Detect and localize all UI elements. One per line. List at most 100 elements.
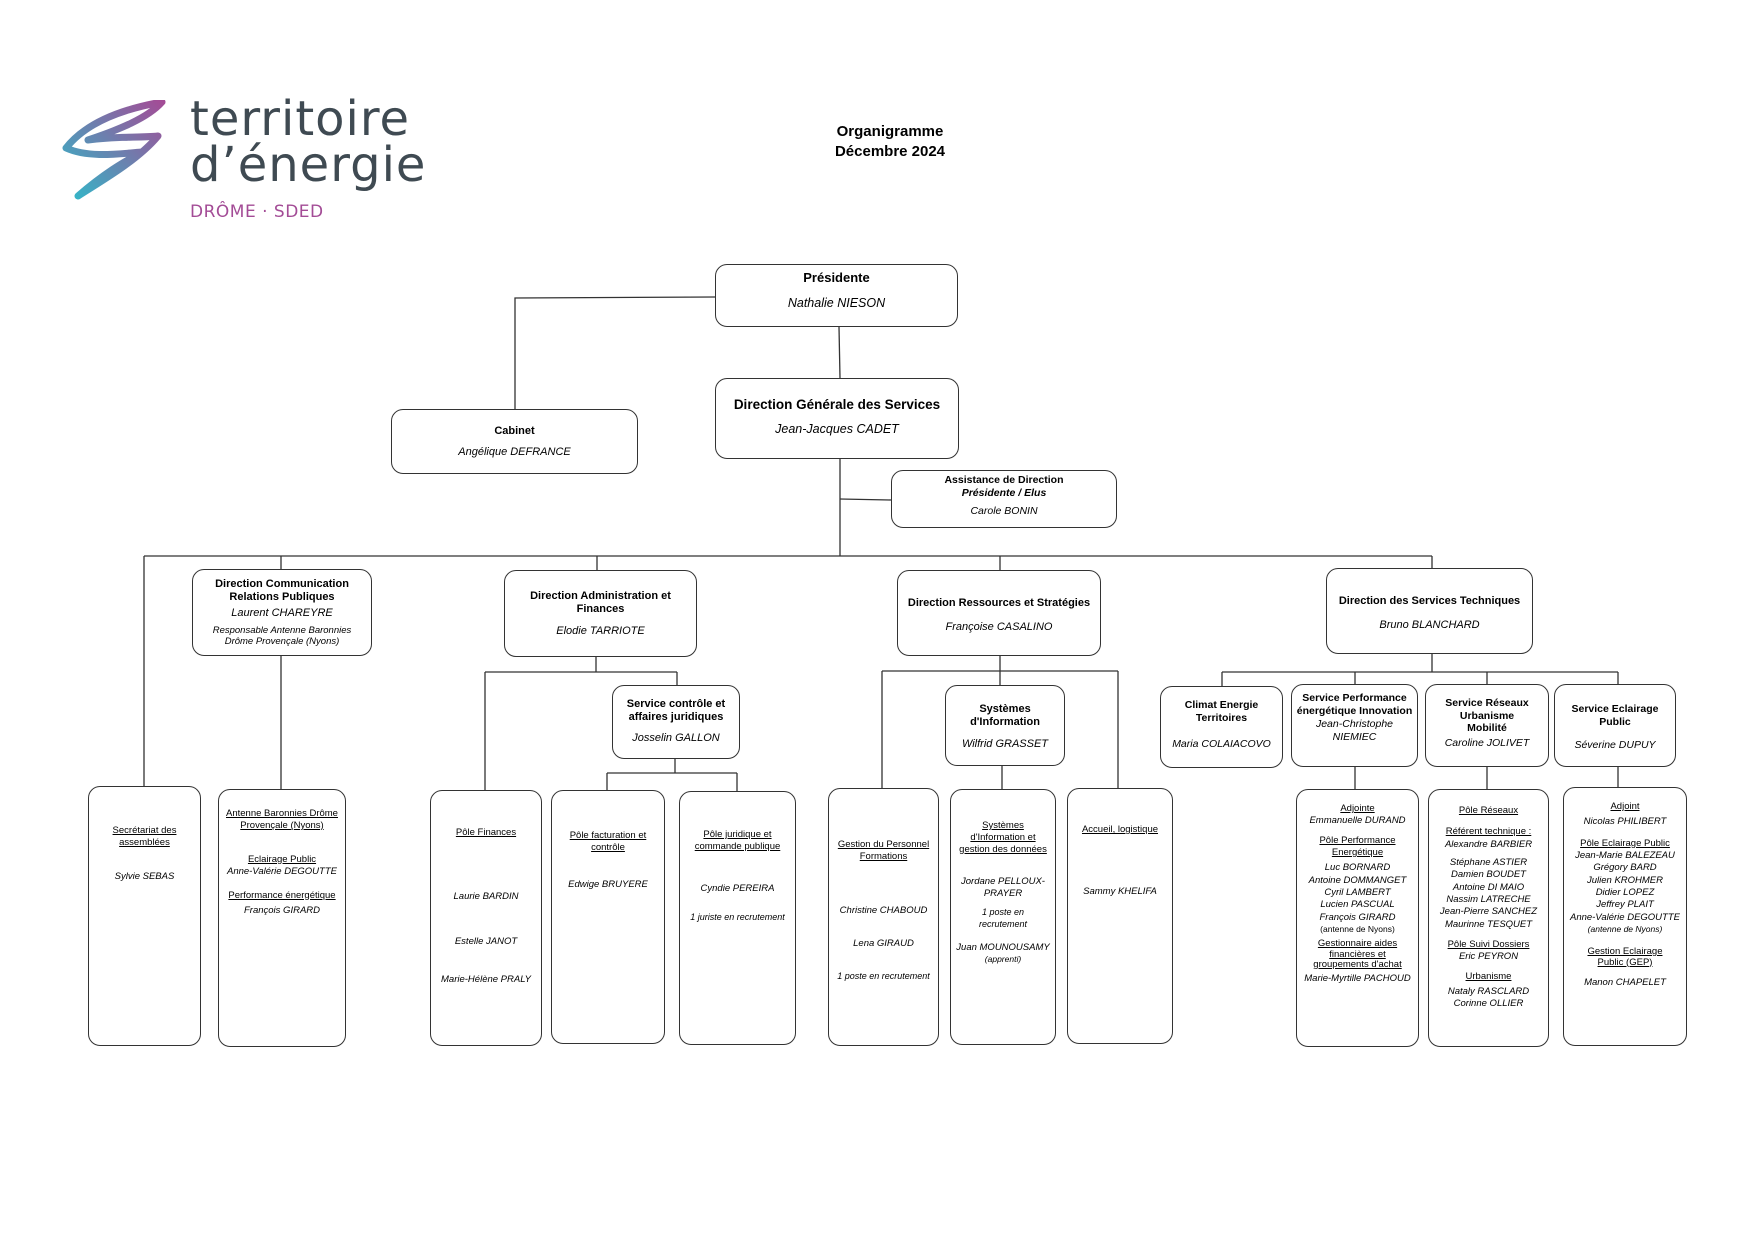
col-performance: Adjointe Emmanuelle DURAND Pôle Performa… (1296, 789, 1419, 1047)
col-heading: Pôle juridique et commande publique (694, 829, 781, 852)
col-facturation: Pôle facturation et contrôle Edwige BRUY… (551, 790, 665, 1044)
box-dir-administration: Direction Administration et Finances Elo… (504, 570, 697, 657)
col-person: Cyndie PEREIRA (700, 882, 775, 894)
box-person: Elodie TARRIOTE (556, 625, 645, 638)
col-person: Christine CHABOUD (839, 904, 928, 916)
box-title: Direction Générale des Services (733, 397, 941, 412)
box-title: Climat Energie Territoires (1184, 699, 1259, 724)
col-subheading: Pôle Eclairage Public (1580, 837, 1670, 849)
box-person: Bruno BLANCHARD (1379, 619, 1480, 632)
col-person: Stéphane ASTIER (1449, 857, 1528, 869)
col-antenne: Antenne Baronnies Drôme Provençale (Nyon… (218, 789, 346, 1047)
col-heading: Adjointe (1340, 803, 1375, 814)
col-note: 1 juriste en recrutement (690, 911, 785, 922)
col-commande: Pôle juridique et commande publique Cynd… (679, 791, 796, 1045)
box-svc-reseaux: Service Réseaux Urbanisme Mobilité Carol… (1425, 684, 1549, 767)
box-title: Service Réseaux Urbanisme Mobilité (1445, 697, 1529, 735)
col-subheading: Pôle Suivi Dossiers (1447, 939, 1530, 951)
col-subheading: Gestionnaire aides financières et groupe… (1313, 938, 1402, 971)
col-person: Edwige BRUYERE (568, 878, 648, 890)
logo-wordmark-line1: territoire (190, 91, 411, 147)
col-finances: Pôle Finances Laurie BARDIN Estelle JANO… (430, 790, 542, 1046)
col-person-note: (apprenti) (984, 953, 1022, 964)
col-person: Emmanuelle DURAND (1309, 815, 1406, 827)
box-svc-climat: Climat Energie Territoires Maria COLAIAC… (1160, 686, 1283, 768)
col-person: Didier LOPEZ (1595, 887, 1655, 899)
box-assistance: Assistance de Direction Présidente / Elu… (891, 470, 1117, 528)
box-svc-performance: Service Performance énergétique Innovati… (1291, 684, 1418, 767)
box-title: Systèmes d'Information (970, 703, 1040, 729)
col-heading: Accueil, logistique (1081, 824, 1159, 835)
box-dir-ressources: Direction Ressources et Stratégies Franç… (897, 570, 1101, 656)
col-person: Marie-Myrtille PACHOUD (1304, 973, 1411, 985)
col-person: Nicolas PHILIBERT (1583, 816, 1667, 828)
col-person: Juan MOUNOUSAMY (956, 941, 1050, 953)
title-date: Décembre 2024 (834, 143, 946, 160)
box-title: Direction Administration et Finances (530, 590, 671, 616)
col-heading: Gestion du Personnel Formations (837, 839, 930, 862)
col-person: Jeffrey PLAIT (1596, 899, 1654, 911)
col-person: Nataly RASCLARD (1447, 986, 1530, 998)
box-person: Laurent CHAREYRE (231, 607, 333, 620)
box-person: Josselin GALLON (632, 732, 720, 745)
col-person: Laurie BARDIN (453, 890, 519, 902)
box-person: Jean-Christophe NIEMIEC (1315, 718, 1394, 743)
page-title: Organigramme Décembre 2024 (780, 122, 1000, 162)
col-person: Luc BORNARD (1324, 862, 1391, 874)
box-dir-techniques: Direction des Services Techniques Bruno … (1326, 568, 1533, 654)
box-person: Angélique DEFRANCE (458, 446, 571, 459)
connector (839, 498, 892, 501)
col-person: Jordane PELLOUX-PRAYER (961, 875, 1045, 899)
box-title: Service Performance énergétique Innovati… (1296, 692, 1413, 717)
col-eclairage: Adjoint Nicolas PHILIBERT Pôle Eclairage… (1563, 787, 1687, 1046)
col-subheading: Urbanisme (1465, 970, 1512, 982)
logo-wordmark-line2: d’énergie (190, 137, 427, 193)
box-svc-eclairage: Service Eclairage Public Séverine DUPUY (1554, 684, 1676, 767)
col-personnel: Gestion du Personnel Formations Christin… (828, 788, 939, 1046)
box-person: Maria COLAIACOVO (1172, 738, 1271, 751)
col-person: Grégory BARD (1593, 862, 1657, 874)
col-person: Cyril LAMBERT (1324, 887, 1391, 899)
col-person: Jean-Pierre SANCHEZ (1439, 906, 1538, 918)
col-heading: Pôle Réseaux (1458, 805, 1519, 816)
col-person: 1 poste en recrutement (837, 970, 930, 981)
box-title: Direction Ressources et Stratégies (907, 597, 1091, 609)
col-heading: Systèmes d'Information et gestion des do… (959, 820, 1047, 855)
box-title: Direction des Services Techniques (1338, 595, 1521, 607)
box-note: Responsable Antenne Baronnies Drôme Prov… (212, 624, 352, 647)
connector (838, 326, 841, 379)
col-heading: Antenne Baronnies Drôme Provençale (Nyon… (226, 808, 338, 831)
col-heading: Secrétariat des assemblées (112, 825, 177, 848)
box-title: Assistance de Direction (944, 474, 1064, 486)
col-person: Eric PEYRON (1458, 951, 1519, 963)
col-person-note: (antenne de Nyons) (1320, 924, 1395, 935)
col-person: Marie-Hélène PRALY (441, 973, 531, 985)
box-person: Carole BONIN (970, 505, 1038, 518)
logo: territoire d’énergie DRÔME · SDED (58, 91, 438, 226)
col-subheading: Eclairage Public (247, 853, 317, 865)
box-dgs: Direction Générale des Services Jean-Jac… (715, 378, 959, 459)
col-person: Manon CHAPELET (1584, 977, 1666, 989)
box-cabinet: Cabinet Angélique DEFRANCE (391, 409, 638, 474)
col-person: Maurinne TESQUET (1444, 918, 1533, 930)
box-svc-si: Systèmes d'Information Wilfrid GRASSET (945, 685, 1065, 766)
box-presidente: Présidente Nathalie NIESON (715, 264, 958, 327)
col-person: Lena GIRAUD (853, 937, 914, 949)
col-subheading: Pôle Performance Energétique (1319, 834, 1396, 859)
box-title: Service contrôle et affaires juridiques (626, 698, 726, 724)
col-person: Sylvie SEBAS (114, 870, 175, 882)
col-person: Antoine DOMMANGET (1308, 874, 1407, 886)
col-heading: Pôle Finances (455, 827, 517, 838)
col-person: Corinne OLLIER (1453, 998, 1524, 1010)
connector (514, 296, 716, 409)
col-reseaux: Pôle Réseaux Référent technique : Alexan… (1428, 789, 1549, 1047)
col-subheading: Gestion Eclairage Public (GEP) (1587, 946, 1663, 968)
col-note: 1 poste en recrutement (978, 907, 1028, 929)
col-person: Jean-Marie BALEZEAU (1575, 850, 1675, 862)
box-dir-communication: Direction Communication Relations Publiq… (192, 569, 372, 656)
box-title: Cabinet (494, 425, 535, 437)
box-person: Françoise CASALINO (945, 621, 1053, 634)
box-title: Présidente (803, 270, 870, 285)
box-subtitle: Présidente / Elus (961, 486, 1047, 499)
